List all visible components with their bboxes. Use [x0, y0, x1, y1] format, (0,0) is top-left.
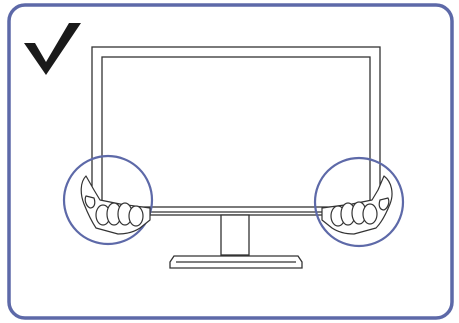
left-hand-icon [80, 175, 151, 235]
right-hand-icon [321, 175, 393, 235]
left-hold-circle [62, 154, 154, 246]
monitor-icon [91, 46, 381, 269]
right-hold-circle [313, 156, 405, 248]
checkmark-icon [24, 23, 81, 75]
panel-border [7, 3, 454, 320]
